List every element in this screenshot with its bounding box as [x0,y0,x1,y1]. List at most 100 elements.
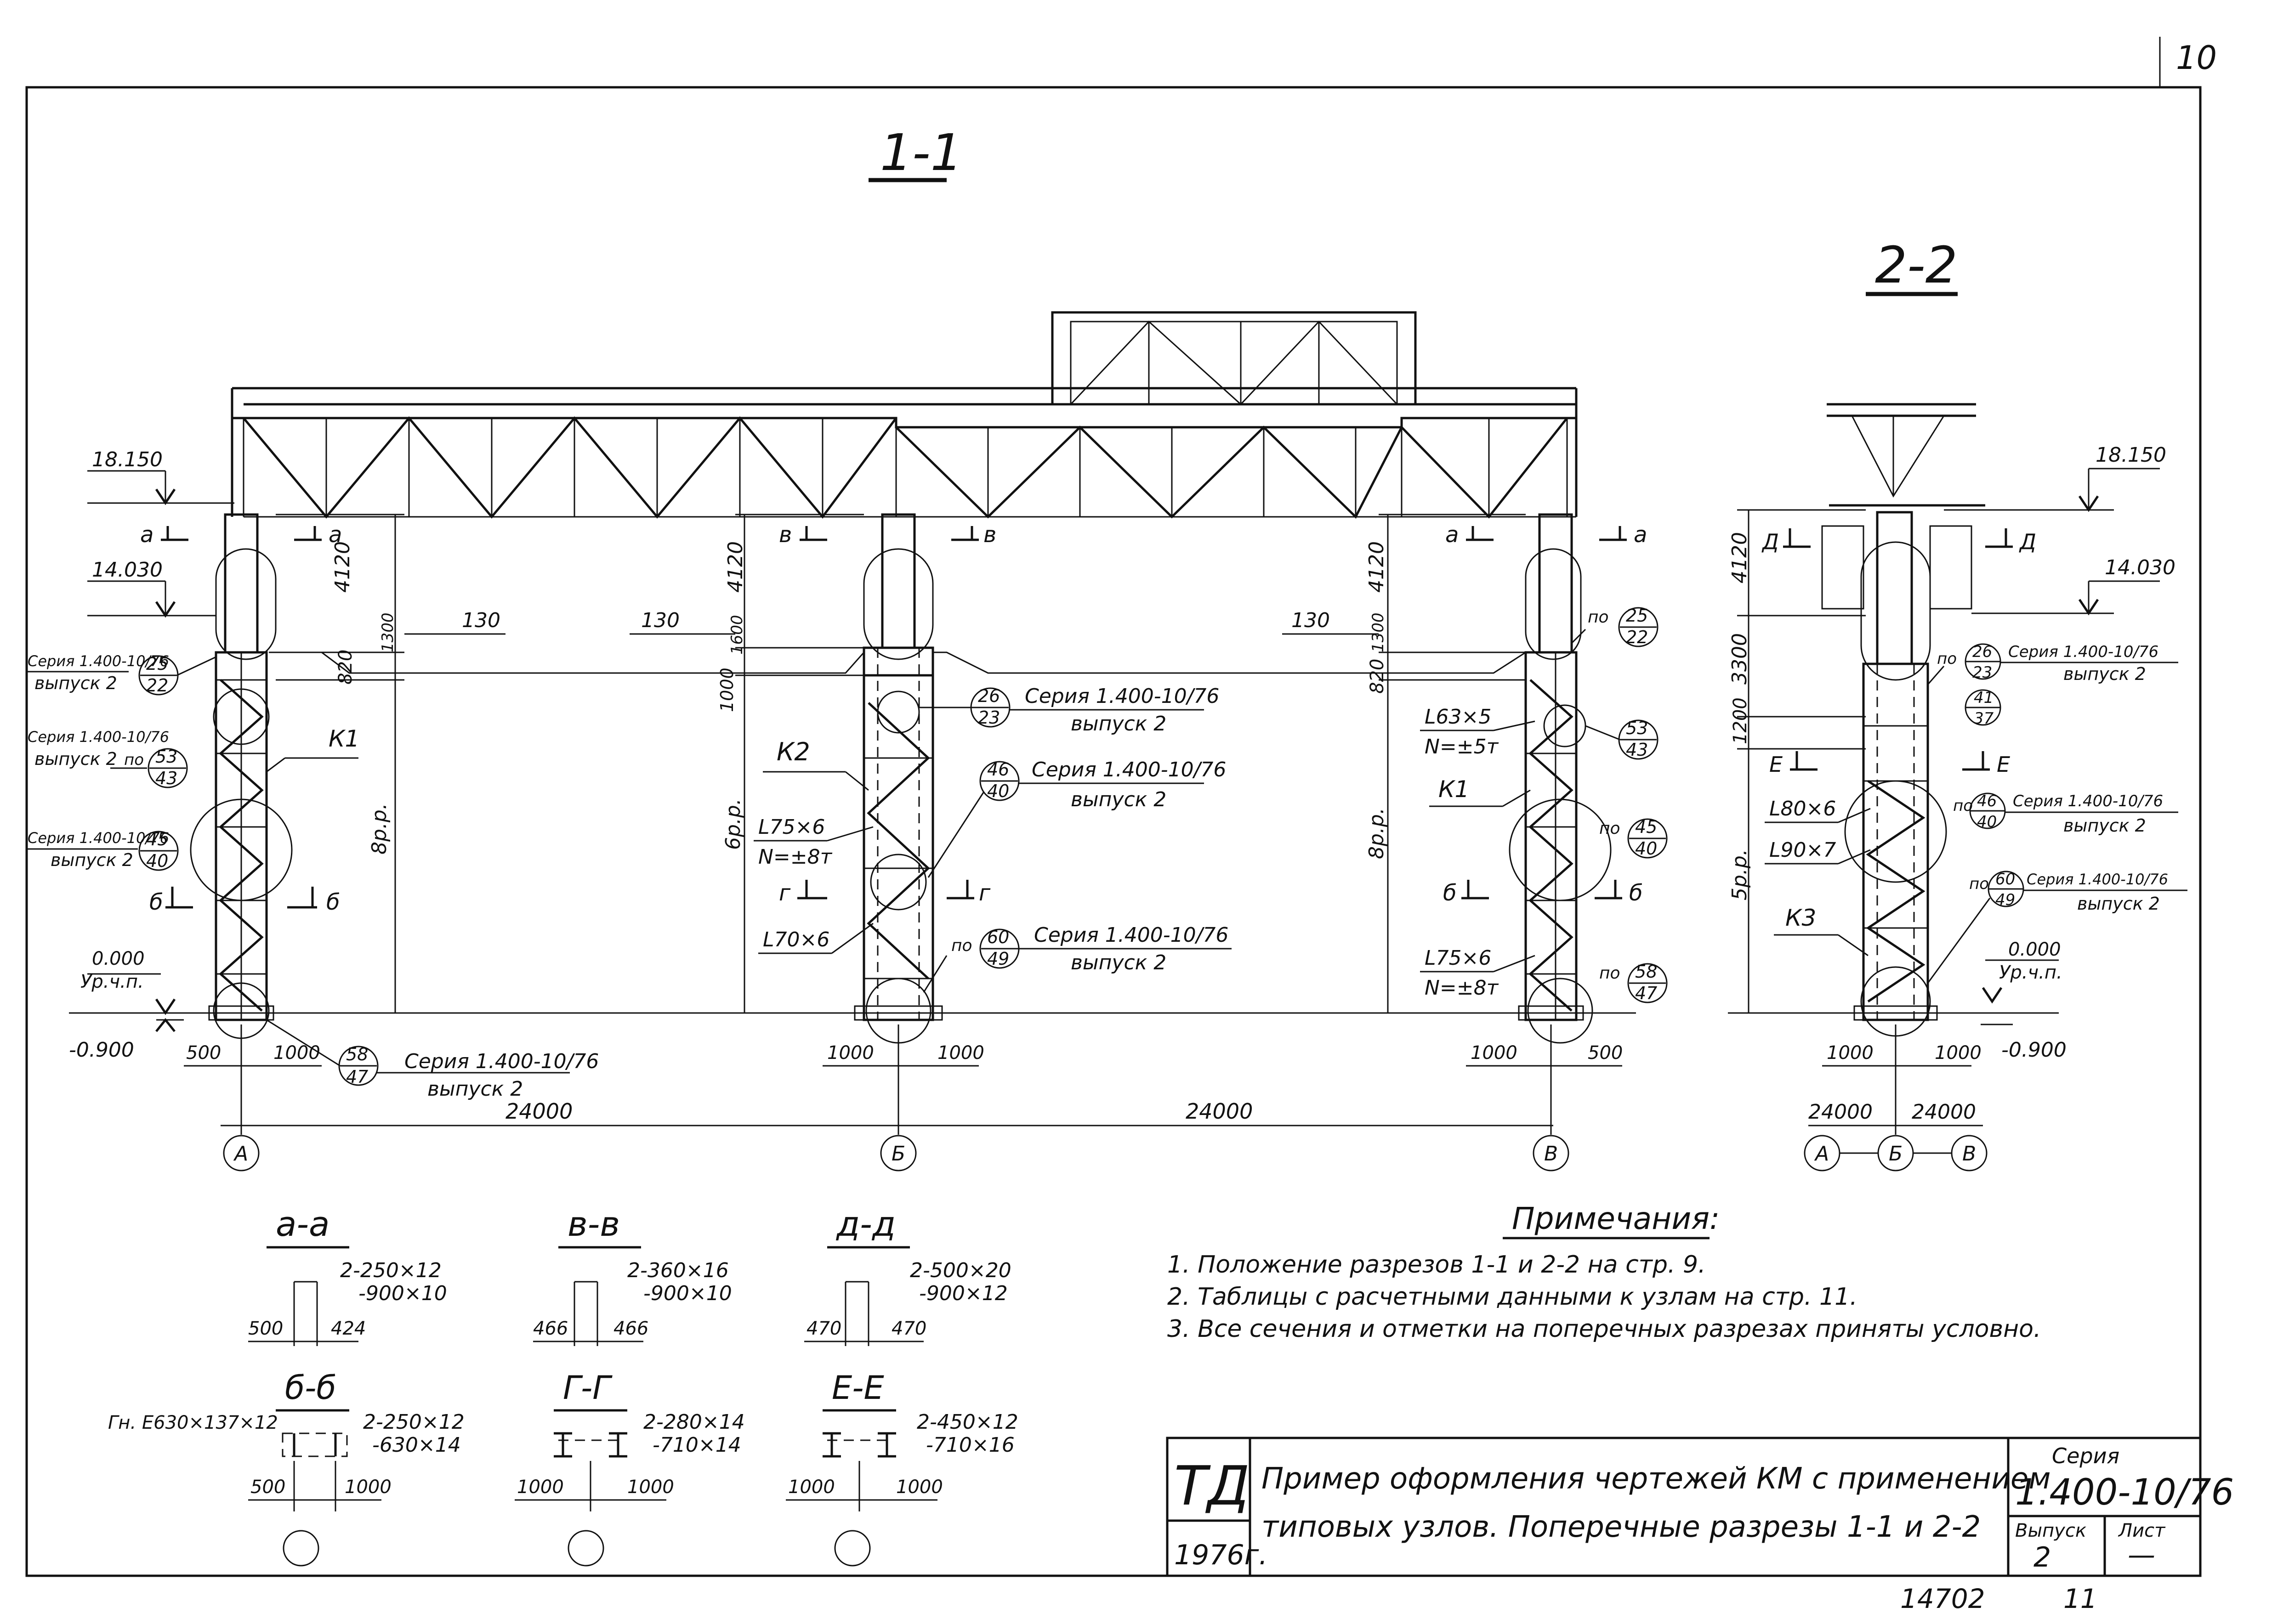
node-40-2-2: 40 [1977,813,1997,831]
node-58-r: 58 [1635,962,1657,982]
sect-a-right2-left: а [1445,522,1459,548]
mini-ee-web: -710×16 [926,1433,1015,1457]
mini-vv-web: -900×10 [643,1282,732,1305]
dim-130-c: 130 [1291,609,1330,632]
node-49-2-2: 49 [1995,891,2015,909]
angle-n5-r: N=±5т [1425,735,1499,758]
mini-bb-channel: Гн. Е630×137×12 [108,1412,278,1433]
node-26-m: 26 [978,686,1000,706]
title-line-1: Пример оформления чертежей КМ с применен… [1261,1462,2050,1496]
section-marks-1-1: а а б б в в г г а а б б [140,522,1647,915]
axis-b: Б [892,1142,905,1166]
labels-middle-column: 26 23 Серия 1.400-10/76 выпуск 2 46 40 С… [754,685,1232,993]
node-60-m: 60 [987,927,1009,947]
mini-bb-plates: 2-250×12 [363,1410,465,1434]
dim-1000-mid: 1000 [717,668,737,712]
mini-gg-left: 1000 [517,1477,564,1498]
elev-0000-2-2: 0.000 [2008,939,2061,960]
sect-v-left: в [779,522,792,548]
k1-label-left: К1 [329,725,359,752]
mini-gg-plates: 2-280×14 [643,1410,745,1434]
angle-l80x6: L80×6 [1769,797,1836,820]
sect-g-left: г [779,880,791,906]
mini-aa-web: -900×10 [358,1282,447,1305]
floor-label-left: Ур.ч.п. [80,971,144,992]
elev-minus-0900-2-2: -0.900 [2001,1038,2067,1062]
title-series-value: 1.400-10/76 [2015,1472,2234,1513]
issue-label-m3: выпуск 2 [1071,951,1166,974]
node-43-r: 43 [1626,740,1648,760]
mini-vv-plates: 2-360×16 [627,1259,729,1282]
sheet-frame: 10 [25,37,2217,1577]
sect-a-right2-right: а [1634,522,1647,548]
node-25-l: 25 [146,654,168,674]
sect-a-right: а [329,522,342,548]
dim-1000-m1: 1000 [827,1042,874,1064]
dim-3300-2-2: 3300 [1728,633,1751,685]
axis-v: В [1544,1142,1558,1166]
sect-d-left: Д [1761,529,1779,554]
node-45-l: 45 [146,829,168,849]
mini-bb-left: 500 [250,1477,285,1498]
footer-page: 11 [2063,1583,2097,1614]
mini-sections: а-а 2-250×12 -900×10 500 424 в-в 2-360×1… [108,1205,1018,1567]
node-26-2-2: 26 [1972,643,1992,661]
node-53-r: 53 [1626,718,1648,738]
mini-bb-right: 1000 [345,1477,392,1498]
mini-aa-right: 424 [331,1318,366,1339]
po-r2: по [1599,819,1620,838]
sect-b-right2-left: б [1443,880,1457,906]
sect-b-right: б [326,889,340,915]
dim-1000-l: 1000 [273,1042,320,1064]
elev-14030-2-2: 14.030 [2105,556,2175,579]
sect-a-left: а [140,522,153,548]
axis-a: А [233,1142,248,1166]
dim-8pp-left: 8р.р. [368,803,391,854]
footer-inv: 14702 [1900,1583,1985,1614]
sect-e-left: Е [1769,752,1783,777]
dim-820-left: 820 [335,650,356,685]
issue-label-l1: выпуск 2 [34,673,117,693]
title-series-label: Серия [2052,1443,2119,1468]
po-l2: по [124,751,144,769]
elev-0000-left: 0.000 [92,948,145,969]
bottom-dims-1-1: 500 1000 1000 1000 1000 500 24000 24000 … [184,1024,1623,1171]
dim-1000-r: 1000 [1471,1042,1517,1064]
node-58-l: 58 [346,1044,368,1064]
dim-4120-2-2: 4120 [1728,532,1751,583]
issue-label-l3: выпуск 2 [51,850,133,870]
issue-label-l2: выпуск 2 [34,749,117,769]
angle-l75x6-r: L75×6 [1425,946,1491,970]
mini-aa-left: 500 [248,1318,283,1339]
po-r3: по [1599,964,1620,983]
angle-l70x6-m: L70×6 [763,928,829,951]
notes-heading: Примечания: [1512,1201,1720,1236]
issue-2-2-1: выпуск 2 [2063,664,2146,684]
dim-1000-m2: 1000 [937,1042,984,1064]
section-1-1-title: 1-1 [880,123,963,182]
dim-24000-a: 24000 [506,1099,573,1124]
labels-right-column: по 25 22 53 43 по 45 40 по 58 47 L63×5 N… [1420,605,1668,1003]
node-43-l: 43 [155,768,177,788]
note-1: 1. Положение разрезов 1-1 и 2-2 на стр. … [1167,1251,1706,1279]
angle-l75x6-m: L75×6 [758,815,825,839]
angle-l90x7: L90×7 [1769,838,1836,862]
axis-v-2-2: В [1962,1142,1976,1166]
po-m3: по [951,936,972,955]
k1-label-right: К1 [1438,776,1469,803]
section-1-1: 1-1 [28,123,1668,1171]
series-label-l2: Серия 1.400-10/76 [28,728,169,746]
node-23-m: 23 [978,707,1000,728]
series-label-m1: Серия 1.400-10/76 [1025,685,1219,708]
mini-gg-web: -710×14 [653,1433,741,1457]
series-label-l3: Серия 1.400-10/76 [28,829,169,847]
dim-24000-2-2-b: 24000 [1912,1100,1976,1124]
floor-label-2-2: Ур.ч.п. [1999,962,2062,983]
mini-dd-title: д-д [835,1205,896,1244]
node-47-r: 47 [1635,983,1657,1003]
issue-label-l4: выпуск 2 [427,1077,523,1101]
node-40-r: 40 [1635,838,1657,859]
elev-14030-left: 14.030 [92,558,163,582]
node-37-2-2: 37 [1974,709,1994,728]
